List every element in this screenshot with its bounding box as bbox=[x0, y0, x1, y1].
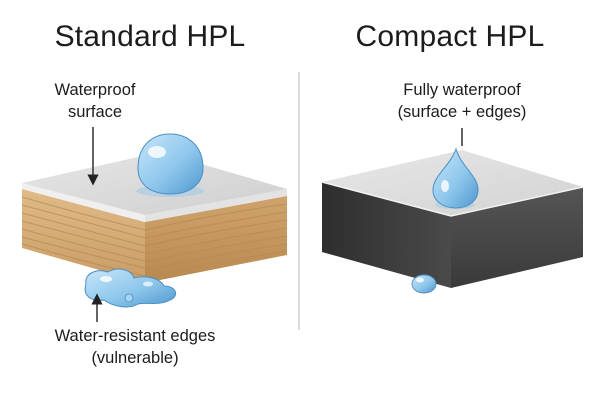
compact-core-side bbox=[451, 187, 583, 288]
water-resistant-edges-label-line2: (vulnerable) bbox=[91, 349, 179, 367]
compact-hpl-title: Compact HPL bbox=[355, 20, 545, 53]
laminate-edge-front bbox=[22, 183, 145, 222]
water-puddle-edge bbox=[84, 268, 177, 308]
water-droplet-surface bbox=[136, 133, 204, 197]
wood-core-front bbox=[22, 189, 145, 283]
fully-waterproof-label-line2: (surface + edges) bbox=[397, 103, 527, 121]
waterproof-surface-label-line2: surface bbox=[67, 103, 123, 121]
water-resistant-edges-label-line1: Water-resistant edges bbox=[54, 327, 216, 345]
fully-waterproof-label: Fully waterproof (surface + edges) bbox=[372, 79, 552, 123]
standard-hpl-title: Standard HPL bbox=[54, 20, 246, 53]
waterproof-surface-label-line1: Waterproof bbox=[54, 81, 136, 99]
water-resistant-edges-label: Water-resistant edges (vulnerable) bbox=[20, 325, 250, 369]
fully-waterproof-label-line1: Fully waterproof bbox=[403, 81, 521, 99]
water-droplet-compact bbox=[432, 147, 479, 209]
water-bead-edge bbox=[411, 274, 437, 294]
standard-hpl-block bbox=[21, 152, 288, 283]
waterproof-surface-label: Waterproof surface bbox=[20, 79, 170, 123]
wood-grain bbox=[21, 196, 288, 278]
compact-core-front bbox=[322, 182, 451, 288]
laminate-edge-side bbox=[145, 189, 287, 222]
